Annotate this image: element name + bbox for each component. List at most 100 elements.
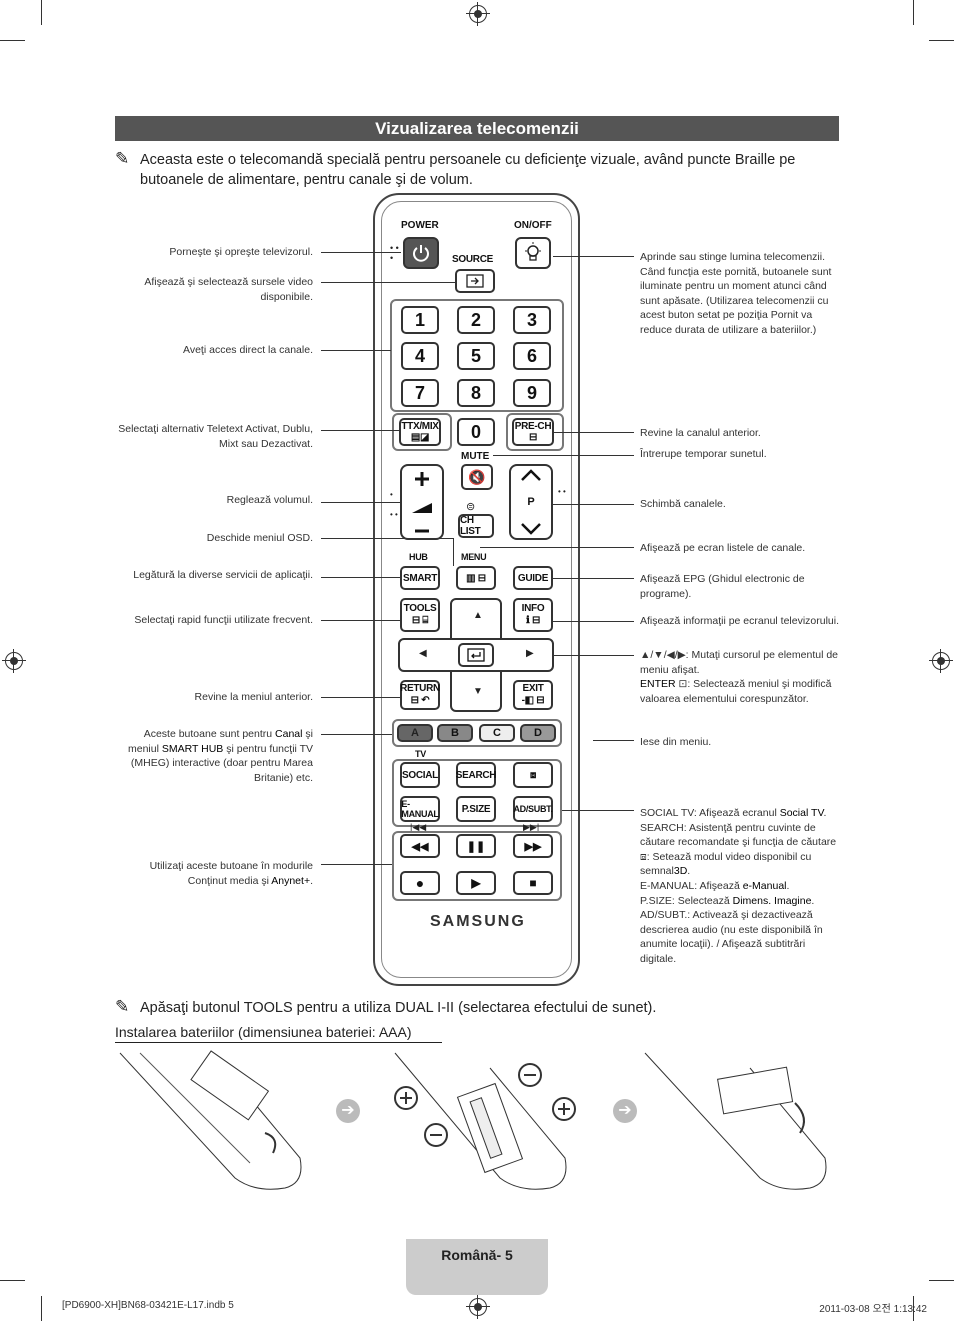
leader-line: [321, 282, 455, 283]
callout-color-buttons: Aceste butoane sunt pentru Canal şi meni…: [118, 727, 313, 785]
ttx-group: [392, 413, 452, 451]
pause-icon: ❚❚: [466, 840, 486, 853]
leader-line: [321, 697, 400, 698]
ttx-mix-button[interactable]: TTX/MIX▤◪: [399, 418, 441, 446]
power-button[interactable]: [403, 237, 439, 269]
smart-hub-button[interactable]: SMART: [400, 566, 440, 590]
page-title: Vizualizarea telecomenzii: [115, 116, 839, 141]
e-manual-button[interactable]: E-MANUAL: [400, 796, 440, 822]
leader-line: [321, 252, 401, 253]
callout-ttx: Selectaţi alternativ Teletext Activat, D…: [118, 423, 313, 450]
braille-note-line1: Aceasta este o telecomandă specială pent…: [140, 152, 796, 168]
ttx-mix-label: TTX/MIX: [401, 421, 439, 432]
battery-heading: Instalarea bateriilor (dimensiunea bater…: [115, 1022, 442, 1043]
volume-level-icon: [412, 503, 432, 513]
channel-up-icon: [521, 469, 541, 481]
play-icon: ▶: [471, 876, 481, 890]
ch-list-button[interactable]: CH LIST: [458, 514, 494, 538]
page-number: Română- 5: [441, 1247, 513, 1263]
tools-button[interactable]: TOOLS⊟ ⌸: [400, 598, 440, 632]
onoff-light-button[interactable]: [515, 237, 551, 269]
channel-down-icon: [521, 523, 541, 535]
fast-forward-icon: ▶▶: [524, 840, 542, 853]
button-d-blue[interactable]: D: [520, 724, 556, 742]
button-b-green[interactable]: B: [437, 724, 473, 742]
callout-onoff: Aprinde sau stinge lumina telecomenzii. …: [640, 251, 832, 336]
volume-down-icon: [415, 529, 429, 533]
channel-rocker[interactable]: P: [509, 464, 553, 540]
callout-info: Afişează informaţii pe ecranul televizor…: [640, 615, 840, 627]
mute-button[interactable]: 🔇: [461, 464, 493, 490]
nav-up-icon[interactable]: ▲: [473, 610, 483, 621]
pre-ch-icon: ⊟: [528, 432, 538, 443]
fast-forward-button[interactable]: ▶▶: [513, 834, 553, 858]
callout-exit: Iese din meniu.: [640, 736, 712, 748]
threed-text: : Setează modul video disponibil cu semn…: [640, 850, 812, 878]
digit-8-button[interactable]: 8: [457, 379, 495, 407]
media-text-2: .: [310, 874, 313, 887]
registration-mark-icon: [929, 649, 953, 673]
button-c-yellow[interactable]: C: [479, 724, 515, 742]
ad-subt-button[interactable]: AD/SUBT.: [513, 796, 553, 822]
enter-icon: [467, 648, 485, 662]
nav-left-icon[interactable]: ◀: [419, 648, 427, 659]
digit-9-button[interactable]: 9: [513, 379, 551, 407]
digit-2-button[interactable]: 2: [457, 306, 495, 334]
battery-step-1-illustration: [119, 1050, 302, 1190]
play-button[interactable]: ▶: [456, 871, 496, 895]
pre-ch-button[interactable]: PRE-CH⊟: [512, 418, 554, 446]
registration-mark-icon: [466, 2, 490, 26]
digit-5-button[interactable]: 5: [457, 342, 495, 370]
callout-tools: Selectaţi rapid funcţii utilizate frecve…: [134, 614, 313, 626]
crop-mark: [41, 0, 42, 25]
digit-0-button[interactable]: 0: [457, 418, 495, 446]
button-a-red[interactable]: A: [397, 724, 433, 742]
callout-media: Utilizaţi aceste butoane în modurile Con…: [120, 859, 313, 888]
digit-3-button[interactable]: 3: [513, 306, 551, 334]
crop-mark: [41, 1296, 42, 1321]
p-size-button[interactable]: P.SIZE: [456, 796, 496, 822]
source-button[interactable]: [455, 269, 495, 293]
stop-button[interactable]: ■: [513, 871, 553, 895]
digit-1-button[interactable]: 1: [401, 306, 439, 334]
menu-button[interactable]: ▥ ⊟: [456, 566, 496, 590]
psize-val: Dimens. Imagine: [732, 894, 812, 907]
rewind-button[interactable]: ◀◀: [400, 834, 440, 858]
volume-rocker[interactable]: [400, 464, 444, 540]
3d-button[interactable]: ⧈: [513, 762, 553, 788]
skip-forward-icon: ▶▶|: [523, 822, 540, 832]
adsubt-key: AD/SUBT.: [640, 909, 688, 922]
record-button[interactable]: ●: [400, 871, 440, 895]
callout-chlist: Afişează pe ecran listele de canale.: [640, 542, 806, 554]
exit-button[interactable]: EXIT-◧ ⊟: [513, 680, 553, 710]
footer-file-info: [PD6900-XH]BN68-03421E-L17.indb 5: [62, 1300, 234, 1311]
color-text-3: şi pentru funcţii TV (MHEG) interactive …: [130, 742, 313, 784]
digit-6-button[interactable]: 6: [513, 342, 551, 370]
digit-4-button[interactable]: 4: [401, 342, 439, 370]
adsubt-text: : Activează şi dezactivează descrierea a…: [640, 909, 823, 965]
search-button[interactable]: SEARCH: [456, 762, 497, 788]
social-tv-button[interactable]: SOCIAL: [400, 762, 440, 788]
media-anynet: Anynet+: [271, 874, 311, 887]
crop-mark: [913, 0, 914, 25]
pre-ch-label: PRE-CH: [514, 421, 552, 432]
pause-button[interactable]: ❚❚: [456, 834, 496, 858]
leader-line: [553, 504, 634, 505]
info-icon: ℹ ⊟: [525, 615, 541, 626]
enter-button[interactable]: [458, 643, 494, 667]
emanual-text: : Afişează: [694, 879, 740, 892]
return-button[interactable]: RETURN⊟ ↶: [400, 680, 440, 710]
arrow-right-icon: ➔: [336, 1099, 360, 1123]
leader-line: [480, 547, 634, 548]
crop-mark: [929, 40, 954, 41]
crop-mark: [0, 40, 25, 41]
leader-line: [553, 621, 634, 622]
menu-icon: ▥ ⊟: [466, 572, 486, 584]
3d-inline-icon: ⧈: [640, 850, 647, 863]
guide-button[interactable]: GUIDE: [513, 566, 553, 590]
leader-line: [321, 502, 400, 503]
digit-7-button[interactable]: 7: [401, 379, 439, 407]
nav-right-icon[interactable]: ▶: [526, 648, 534, 659]
nav-down-icon[interactable]: ▼: [473, 686, 483, 697]
